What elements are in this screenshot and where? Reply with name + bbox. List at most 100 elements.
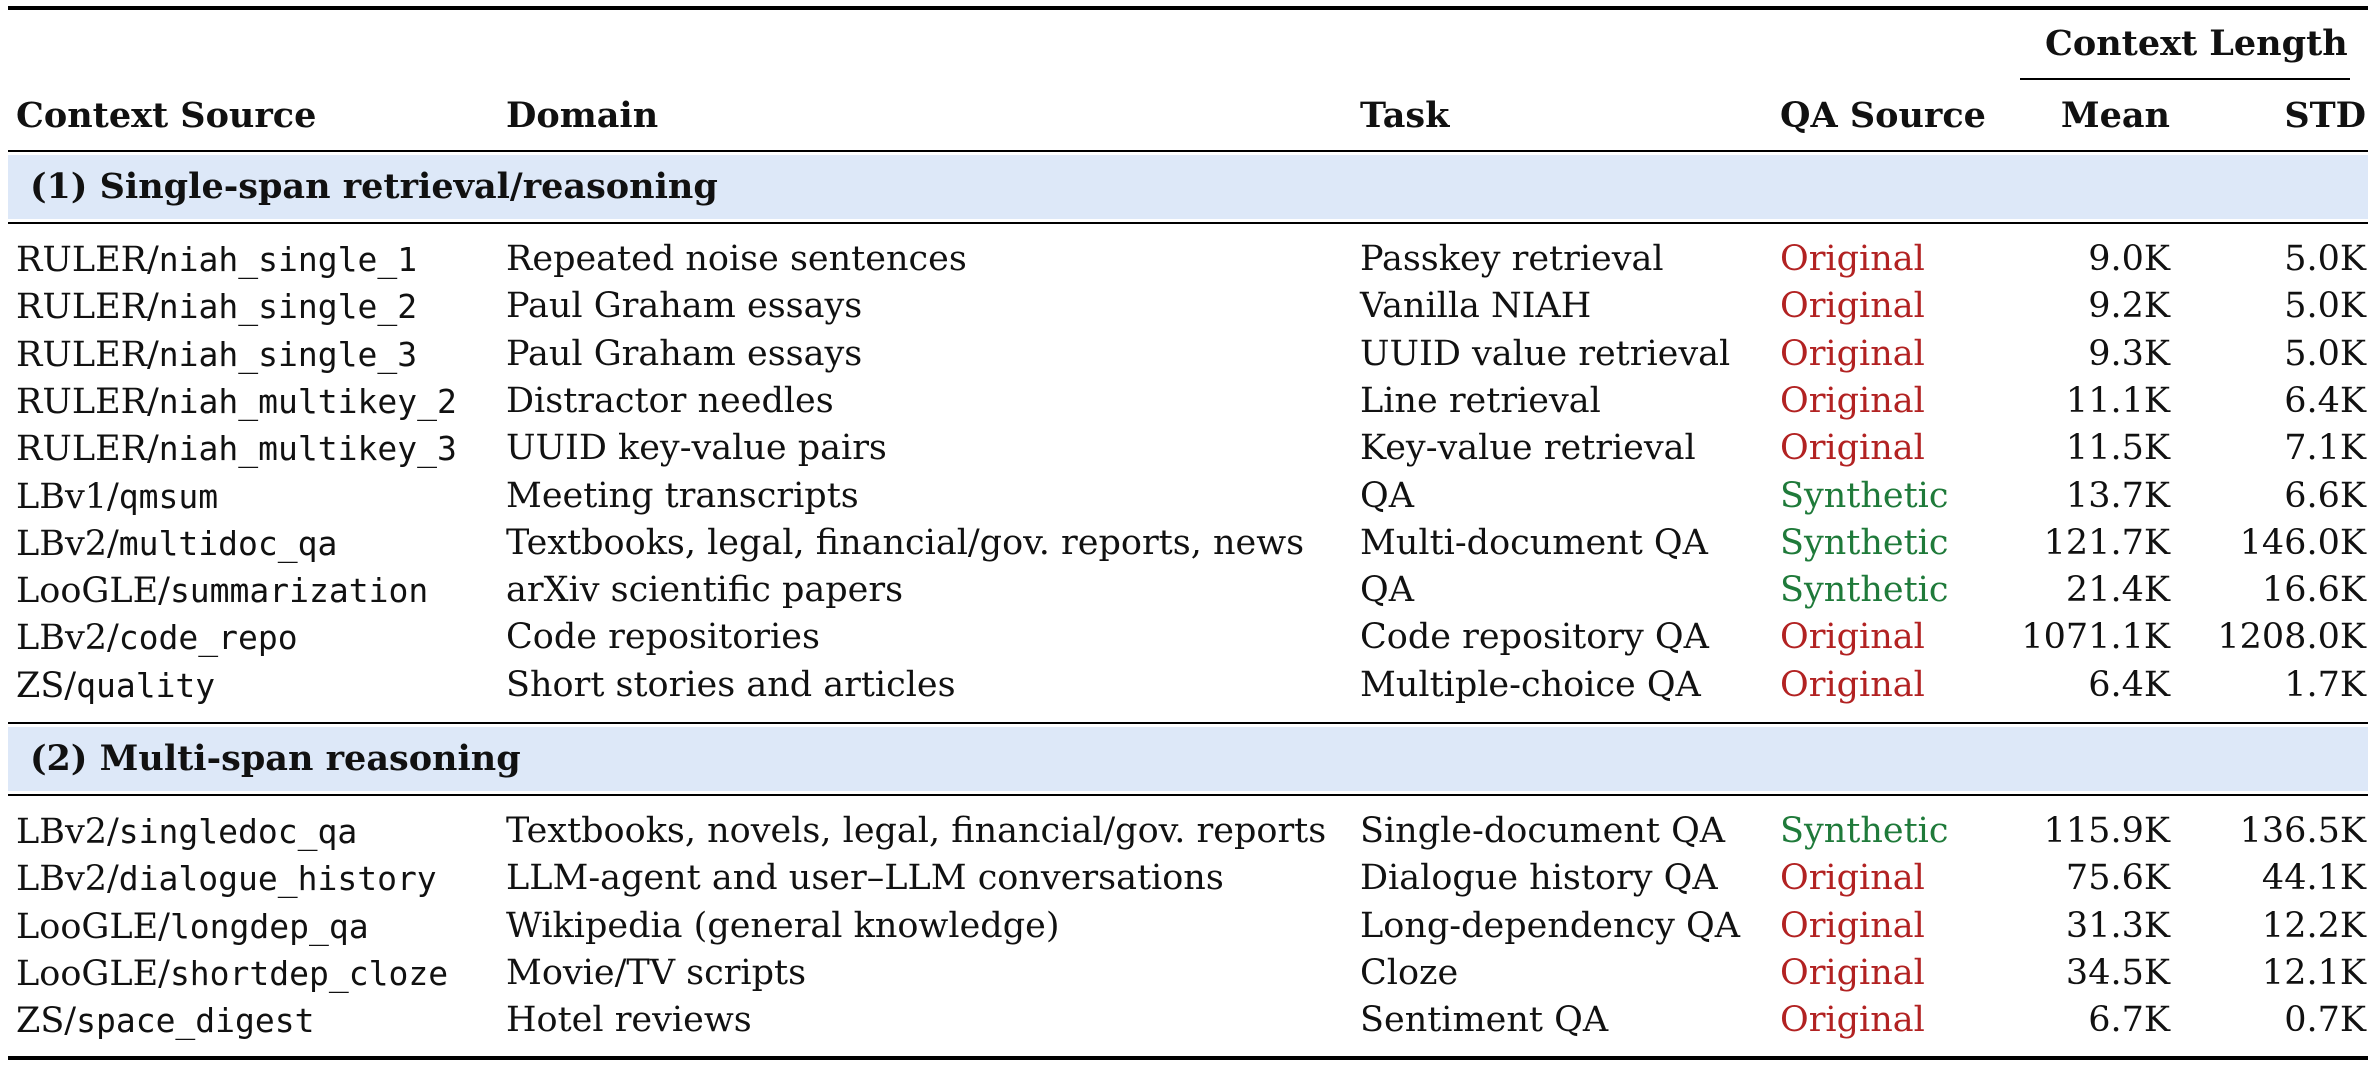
mean-cell: 9.0K — [2088, 239, 2170, 279]
task-cell: Vanilla NIAH — [1360, 286, 1592, 327]
task-cell: Cloze — [1360, 952, 1459, 993]
domain-cell: Hotel reviews — [506, 1000, 752, 1041]
mean-cell: 9.2K — [2088, 286, 2170, 327]
section-1-rule — [8, 222, 2368, 224]
qa-source-cell: Original — [1780, 286, 1925, 327]
context-source-name: niah_single_2 — [158, 287, 418, 327]
qa-source-cell: Synthetic — [1780, 570, 1949, 611]
context-source-name: qmsum — [118, 476, 219, 516]
context-source-name: quality — [76, 665, 216, 705]
qa-source-cell: Original — [1780, 664, 1925, 705]
context-source-prefix: RULER/ — [16, 287, 159, 328]
context-source-cell: LooGLE/summarization — [16, 567, 428, 614]
context-source-cell: LBv2/code_repo — [16, 614, 298, 661]
section-1-label: (1) Single-span retrieval/reasoning — [30, 166, 718, 207]
context-length-header: Context Length — [2045, 23, 2348, 64]
context-source-name: code_repo — [118, 618, 298, 658]
section-divider-rule — [8, 722, 2368, 724]
context-source-name: multidoc_qa — [118, 523, 338, 563]
domain-cell: Meeting transcripts — [506, 475, 859, 516]
qa-source-cell: Original — [1780, 1000, 1925, 1041]
std-cell: 1.7K — [2284, 664, 2366, 705]
task-cell: Dialogue history QA — [1360, 858, 1718, 899]
table-row: RULER/niah_single_2 Paul Graham essays Van… — [8, 283, 2368, 330]
qa-source-cell: Synthetic — [1780, 522, 1949, 563]
context-source-cell: RULER/niah_single_2 — [16, 283, 417, 330]
context-source-name: niah_multikey_3 — [158, 429, 457, 469]
std-cell: 1208.0K — [2217, 617, 2366, 658]
context-source-prefix: LBv1/ — [16, 476, 119, 517]
context-source-cell: LBv2/dialogue_history — [16, 855, 437, 902]
std-cell: 136.5K — [2239, 811, 2366, 851]
qa-source-cell: Original — [1780, 333, 1925, 374]
context-source-cell: LBv1/qmsum — [16, 473, 218, 520]
qa-source-cell: Synthetic — [1780, 475, 1949, 516]
header-mean: Mean — [2060, 95, 2170, 136]
section-2-label: (2) Multi-span reasoning — [30, 738, 521, 779]
mean-cell: 75.6K — [2065, 858, 2170, 899]
context-source-name: shortdep_cloze — [169, 953, 449, 993]
task-cell: Code repository QA — [1360, 617, 1709, 658]
header-task: Task — [1360, 95, 1450, 136]
header-domain: Domain — [506, 95, 659, 136]
context-source-name: niah_single_3 — [158, 334, 418, 374]
mean-cell: 6.7K — [2088, 1000, 2170, 1041]
context-source-name: space_digest — [76, 1001, 315, 1041]
task-cell: UUID value retrieval — [1360, 333, 1731, 374]
qa-source-cell: Original — [1780, 858, 1925, 899]
mean-cell: 9.3K — [2088, 333, 2170, 374]
task-cell: Multiple-choice QA — [1360, 664, 1701, 705]
domain-cell: Textbooks, novels, legal, financial/gov.… — [506, 811, 1327, 851]
task-cell: Sentiment QA — [1360, 1000, 1609, 1041]
mean-cell: 34.5K — [2065, 952, 2170, 993]
qa-source-cell: Original — [1780, 952, 1925, 993]
mean-cell: 21.4K — [2065, 570, 2170, 611]
mean-cell: 6.4K — [2088, 664, 2170, 705]
context-source-name: niah_single_1 — [158, 240, 418, 279]
table-row: RULER/niah_single_1 Repeated noise senten… — [8, 236, 2368, 283]
std-cell: 6.6K — [2284, 475, 2366, 516]
context-source-prefix: LooGLE/ — [16, 953, 170, 994]
domain-cell: Repeated noise sentences — [506, 239, 967, 279]
domain-cell: LLM-agent and user–LLM conversations — [506, 858, 1224, 899]
context-source-prefix: LBv2/ — [16, 859, 119, 900]
domain-cell: Paul Graham essays — [506, 286, 863, 327]
table-row: LooGLE/summarization arXiv scientific pap… — [8, 567, 2368, 614]
domain-cell: Movie/TV scripts — [506, 952, 807, 993]
std-cell: 5.0K — [2284, 286, 2366, 327]
domain-cell: UUID key-value pairs — [506, 428, 887, 469]
std-cell: 5.0K — [2284, 333, 2366, 374]
context-source-prefix: RULER/ — [16, 381, 159, 422]
task-cell: QA — [1360, 570, 1414, 611]
context-source-cell: RULER/niah_multikey_3 — [16, 425, 457, 472]
context-source-prefix: LBv2/ — [16, 618, 119, 659]
context-source-cell: RULER/niah_single_1 — [16, 236, 417, 283]
context-source-name: longdep_qa — [169, 906, 369, 946]
std-cell: 0.7K — [2284, 1000, 2366, 1041]
domain-cell: Wikipedia (general knowledge) — [506, 905, 1060, 946]
mean-cell: 11.1K — [2065, 380, 2170, 421]
domain-cell: Code repositories — [506, 617, 820, 658]
std-cell: 6.4K — [2284, 380, 2366, 421]
table-row: LBv2/code_repo Code repositories Code repo… — [8, 614, 2368, 661]
bottom-rule — [8, 1056, 2368, 1060]
qa-source-cell: Original — [1780, 239, 1925, 279]
std-cell: 5.0K — [2284, 239, 2366, 279]
mean-cell: 121.7K — [2043, 522, 2170, 563]
context-source-cell: ZS/quality — [16, 662, 215, 709]
context-source-cell: LBv2/multidoc_qa — [16, 520, 337, 567]
context-source-cell: RULER/niah_single_3 — [16, 331, 417, 378]
domain-cell: arXiv scientific papers — [506, 570, 904, 611]
context-source-prefix: LBv2/ — [16, 523, 119, 564]
context-source-name: singledoc_qa — [118, 812, 358, 851]
context-source-prefix: RULER/ — [16, 334, 159, 375]
qa-source-cell: Synthetic — [1780, 811, 1949, 851]
